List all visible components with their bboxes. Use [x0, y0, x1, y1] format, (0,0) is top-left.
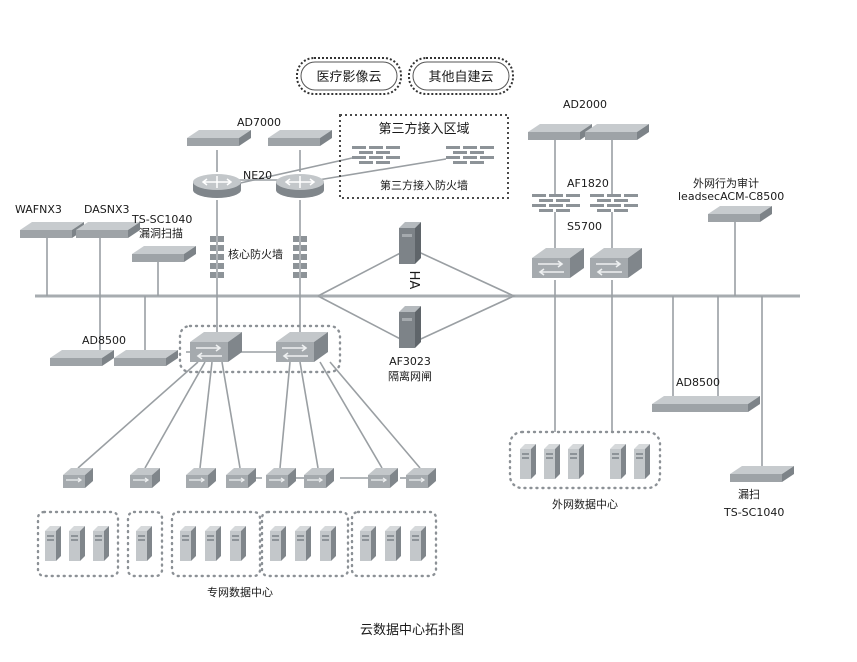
ext-dc-servers: [520, 444, 650, 479]
s5700-switch-2: [589, 247, 643, 279]
ne20-router-1: [192, 173, 242, 199]
s5700-switch-1: [531, 247, 585, 279]
leak-scan-label: 漏扫: [738, 488, 760, 501]
third-party-firewall-label: 第三方接入防火墙: [380, 178, 468, 192]
cloud-label: 医疗影像云: [316, 70, 381, 85]
af1820-label: AF1820: [567, 177, 609, 190]
diagram-caption: 云数据中心拓扑图: [360, 623, 464, 638]
isolation-gate-label: 隔离网闸: [388, 369, 432, 383]
af1820-firewall-1: [532, 194, 580, 212]
ad8500-right-device-2: [696, 396, 760, 412]
ad8500-left-label: AD8500: [82, 334, 126, 347]
ad2000-device-2: [585, 124, 649, 140]
dasnx3-label: DASNX3: [84, 203, 130, 216]
af1820-firewall-2: [590, 194, 638, 212]
s5700-label: S5700: [567, 220, 602, 233]
ad7000-device-2: [268, 130, 332, 146]
third-party-zone-label: 第三方接入区域: [378, 121, 469, 137]
private-dc-label: 专网数据中心: [207, 585, 273, 599]
leak-scan-device: [730, 466, 794, 482]
ad8500-right-label: AD8500: [676, 376, 720, 389]
vuln-scan-label: 漏洞扫描: [139, 226, 183, 240]
ts-sc1040-scanner-device: [132, 246, 196, 262]
ext-dc-group: [508, 430, 662, 490]
cloud-label: 其他自建云: [428, 70, 493, 85]
third-party-zone: 第三方接入区域 第三方接入防火墙: [339, 114, 509, 199]
ad2000-label: AD2000: [563, 98, 607, 111]
ts-sc1040-bottom-label: TS-SC1040: [723, 506, 784, 519]
ext-audit-model-label: leadsecACM-C8500: [678, 190, 784, 203]
wafnx3-device: [20, 222, 84, 238]
third-party-firewall-1: [352, 146, 400, 164]
cloud-other-self-built: 其他自建云: [408, 57, 514, 95]
ha-label: HA: [406, 271, 421, 290]
ad8500-left-device-2: [114, 350, 178, 366]
ad7000-label: AD7000: [237, 116, 281, 129]
ts-sc1040-label: TS-SC1040: [131, 213, 192, 226]
dasnx3-device: [76, 222, 140, 238]
ext-audit-label: 外网行为审计: [693, 176, 759, 190]
ad2000-device-1: [528, 124, 592, 140]
ext-dc-label: 外网数据中心: [552, 497, 618, 511]
wafnx3-label: WAFNX3: [15, 203, 62, 216]
core-firewall-label: 核心防火墙: [228, 247, 283, 261]
third-party-firewall-2: [446, 146, 494, 164]
ext-audit-device: [708, 206, 772, 222]
ha-gateway-1: [399, 222, 421, 264]
ne20-label: NE20: [243, 169, 272, 182]
cloud-medical-imaging: 医疗影像云: [296, 57, 402, 95]
ha-gateway-2: [399, 306, 421, 348]
core-switch-group: [178, 324, 342, 374]
core-switch-1: [189, 331, 243, 363]
ad8500-left-device-1: [50, 350, 114, 366]
ad7000-device-1: [187, 130, 251, 146]
access-switches: [62, 467, 437, 489]
connection-lines: [35, 140, 800, 479]
private-dc-groups: [36, 510, 438, 578]
core-switch-2: [275, 331, 329, 363]
ne20-router-2: [275, 173, 325, 199]
af3023-label: AF3023: [389, 355, 431, 368]
